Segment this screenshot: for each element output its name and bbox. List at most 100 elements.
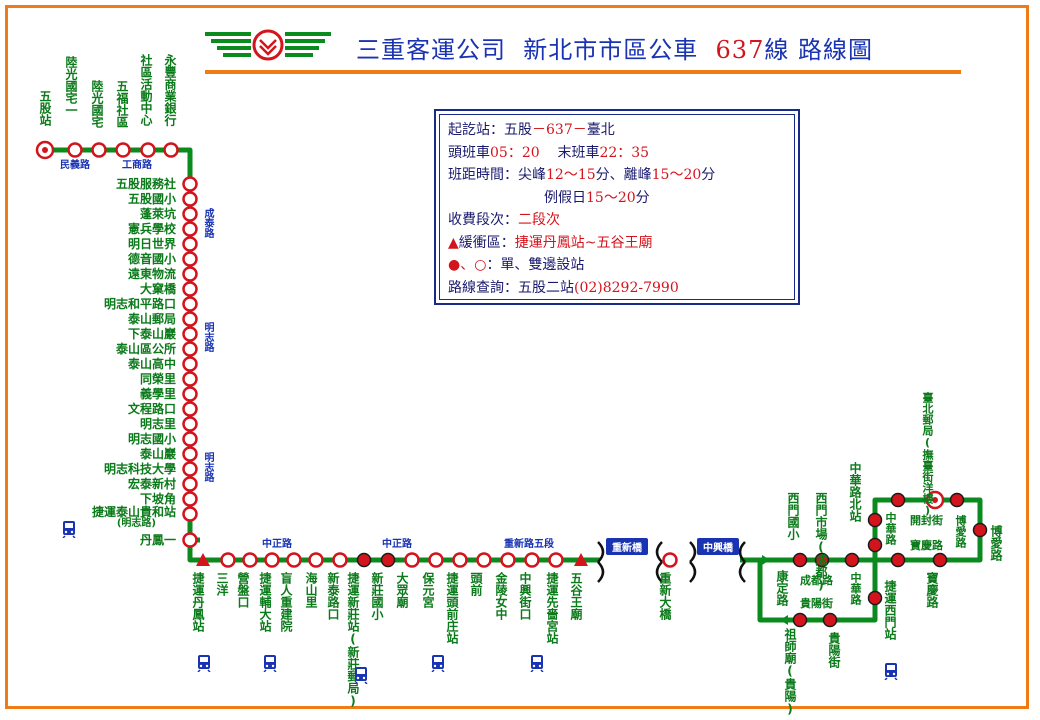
station-bottom-0: 捷運丹鳳站 [191,572,205,632]
station-left-12: 泰山高中 [127,357,176,371]
bus-company-logo [205,29,331,61]
station-community-center: 社區活動中心 [139,54,153,126]
station-bottom-10: 保元宮 [421,572,435,608]
road-gongshang: 工商路 [122,160,152,171]
station-left-19: 明志科技大學 [103,462,176,476]
station-wugu: 五股站 [38,90,52,126]
station-bottom-14: 中興街口 [518,572,532,620]
info-first-last-bus: 頭班車05：20 末班車22：35 [448,144,650,161]
station-left-23: (明志路) [116,518,156,529]
station-left-21: 下坡角 [139,492,176,506]
station-zhonghua-1: 中華路 [884,512,897,545]
info-contact: 路線查詢：五股二站(02)8292-7990 [448,279,679,296]
route-info-box: 起訖站：五股－637－臺北 頭班車05：20 末班車22：35 班距時間：尖峰1… [434,109,800,305]
map-frame [5,5,1029,709]
station-guiyang-street: 貴陽街 [800,597,833,610]
road-mingzhi-1: 明志路 [202,322,213,352]
station-baoqing-2: 寶慶路 [925,572,939,608]
info-holiday-headway: 例假日15～20分 [544,189,650,206]
station-bottom-1: 三洋 [215,572,229,596]
road-chengtai: 成泰路 [202,208,213,238]
station-left-18: 泰山巖 [139,447,176,461]
metro-train-icon [530,655,544,672]
road-minyi: 民義路 [60,160,90,171]
metro-train-icon [431,655,445,672]
station-bottom-6: 新泰路口 [326,572,340,620]
station-left-1: 五股國小 [127,192,176,206]
station-zhonghua-north: 中華路北站 [848,462,862,522]
station-bottom-3: 捷運輔大站 [258,572,272,632]
station-left-3: 憲兵學校 [127,222,176,236]
info-buffer-zone: ▲緩衝區：捷運丹鳳站~五谷王廟 [448,234,653,251]
title-route-type: 新北市市區公車 [523,36,699,64]
station-bottom-12: 頭前 [469,572,483,596]
station-yongfeng-bank: 永豐商業銀行 [163,54,177,126]
station-left-5: 德音國小 [127,252,176,266]
station-left-2: 蓬萊坑 [139,207,176,221]
metro-train-icon [62,521,76,538]
station-left-24: 丹鳳一 [139,533,176,547]
bridge-chongxin: 重新橋 [606,538,648,555]
station-kaifeng: 開封街 [910,514,943,527]
station-left-4: 明日世界 [127,237,176,251]
station-bottom-5: 海山里 [304,572,318,608]
station-left-16: 明志里 [139,417,176,431]
title-suffix: 線 路線圖 [764,36,873,64]
road-zhongzheng-1: 中正路 [262,539,292,550]
station-bottom-15: 捷運先嗇宮站 [545,572,559,644]
station-bottom-8: 新莊國小 [370,572,384,620]
station-bottom-13: 金陵女中 [494,572,508,620]
station-bottom-4: 盲人重建院 [279,572,293,632]
title-company: 三重客運公司 [356,36,506,64]
info-stop-legend: ●、○：單、雙邊設站 [448,257,585,273]
station-boai-1: 博愛路 [954,515,967,548]
station-boai-2: 博愛路 [989,525,1003,561]
station-ximen-market: 西門市場(成都) [814,492,828,592]
station-taipei-post: 臺北郵局(撫臺街洋樓) [921,392,934,517]
road-zhongzheng-2: 中正路 [382,539,412,550]
station-zushi-temple: 祖師廟(貴陽) [783,628,797,716]
road-mingzhi-2: 明志路 [202,452,213,482]
station-bottom-11: 捷運頭前庄站 [445,572,459,644]
station-left-13: 同榮里 [139,372,176,386]
station-bottom-16: 五谷王廟 [569,572,583,620]
station-luguang: 陸光國宅 [90,80,104,128]
station-left-22: 捷運泰山貴和站 [91,505,176,519]
station-left-10: 下泰山巖 [127,327,176,341]
info-terminals: 起訖站：五股－637－臺北 [448,122,615,138]
info-fare-sections: 收費段次：二段次 [448,212,560,228]
station-left-8: 明志和平路口 [103,297,176,311]
station-zhonghua-2: 中華路 [849,572,862,605]
road-chongxin-sec5: 重新路五段 [504,539,554,550]
station-left-14: 義學里 [139,387,176,401]
station-wufu: 五福社區 [115,80,129,128]
station-guiyang-2: 貴陽街 [827,632,841,668]
station-bottom-7: 捷運新莊站(新莊郵局) [346,572,360,708]
station-luguang-1: 陸光國宅一 [64,56,78,116]
station-left-20: 宏泰新村 [127,477,176,491]
station-left-11: 泰山區公所 [115,342,176,356]
station-left-6: 遠東物流 [127,267,176,281]
metro-train-icon [354,667,368,684]
metro-train-icon [263,655,277,672]
metro-train-icon [884,663,898,680]
station-mrt-ximen: 捷運西門站 [883,580,897,640]
station-baoqing-1: 寶慶路 [910,539,943,552]
station-bottom-9: 大眾廟 [395,572,409,608]
station-left-17: 明志國小 [127,432,176,446]
station-left-7: 大窠橋 [139,282,176,296]
bridge-zhongxing: 中興橋 [697,538,739,555]
station-left-0: 五股服務社 [115,177,176,191]
info-headway: 班距時間：尖峰12～15分、離峰15～20分 [448,167,716,183]
station-chengdu-road: 成都路 [800,574,833,587]
title-route-number: 637 [715,36,765,64]
station-bottom-17: 重新大橋 [658,572,672,620]
station-left-9: 泰山郵局 [127,312,176,326]
metro-train-icon [197,655,211,672]
map-title: 三重客運公司 新北市市區公車 637線 路線圖 [356,30,873,65]
station-bottom-2: 營盤口 [236,572,250,608]
title-underline [205,70,961,74]
station-ximen-elementary: 西門國小 [786,492,800,540]
station-left-15: 文程路口 [127,402,176,416]
station-kangding: 康定路 [775,570,789,606]
